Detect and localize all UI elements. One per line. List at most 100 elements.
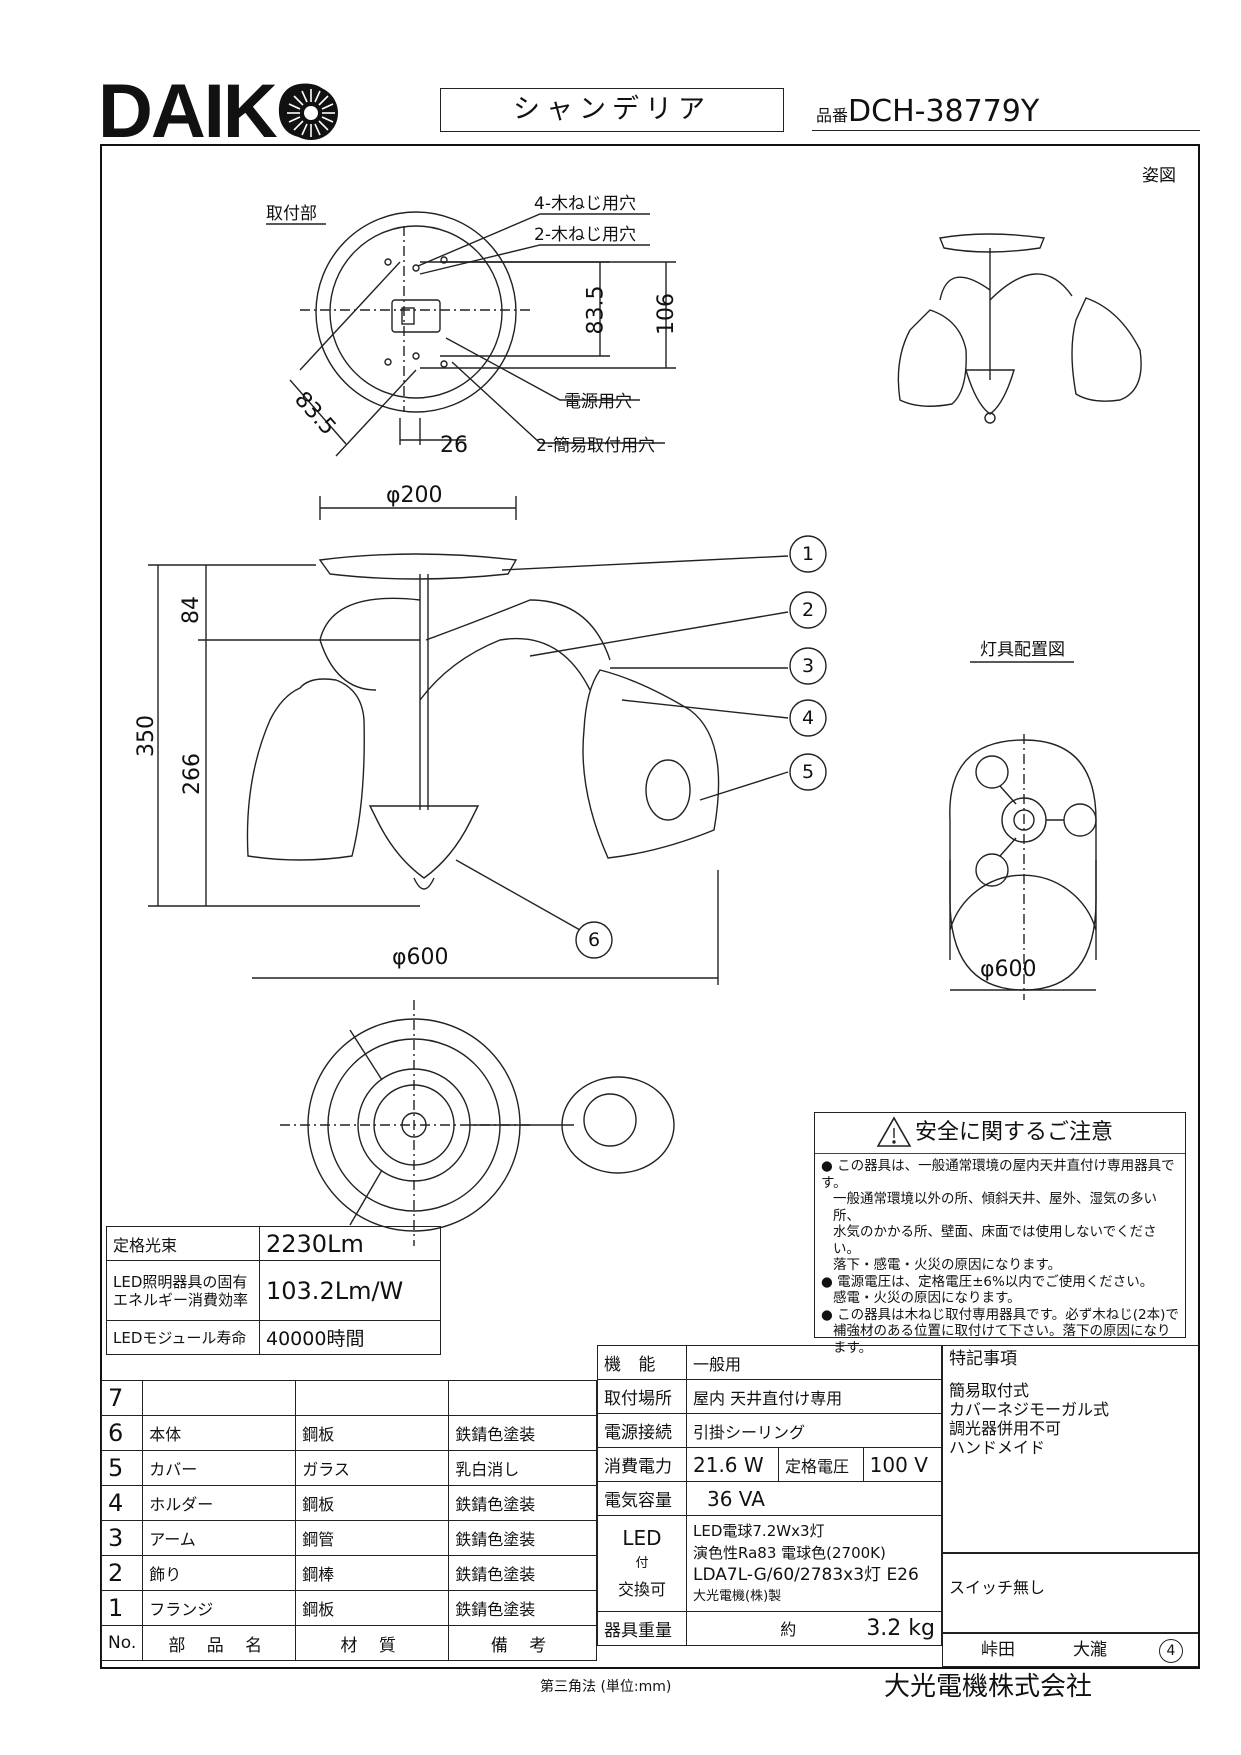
model-code: DCH-38779Y [848,94,1040,129]
led-label: LED 付 交換可 [597,1515,687,1612]
part-no: 6 [100,1415,144,1451]
company-name: 大光電機株式会社 [884,1672,1093,1702]
part-material: ガラス [295,1450,450,1486]
part-name: 飾り [142,1555,297,1591]
part-material: 鋼管 [295,1520,450,1556]
part-remark: 鉄錆色塗装 [448,1555,597,1591]
part-name: 本体 [142,1415,297,1451]
mount-top-view [289,211,676,457]
dim-600-layout: φ600 [980,957,1037,982]
model-number: 品番DCH-38779Y [816,92,1039,136]
mount-value: 屋内 天井直付け専用 [686,1379,942,1414]
header-material: 材 質 [295,1625,450,1661]
function-label: 機 能 [597,1345,687,1380]
life-value: 40000時間 [259,1320,441,1355]
dim-26: 26 [440,433,468,458]
connect-label: 電源接続 [597,1413,687,1448]
power-label: 消費電力 [597,1447,687,1482]
drawing-frame [100,144,1200,1669]
elevation-view [148,496,789,985]
power-value: 21.6 W [686,1447,779,1482]
dim-200: φ200 [386,483,443,508]
notes-title: 特記事項 [949,1349,1017,1369]
notes-line: カバーネジモーガル式 [949,1400,1110,1419]
safety-body: ● この器具は、一般通常環境の屋内天井直付け専用器具です。 一般通常環境以外の所… [815,1154,1185,1356]
capacity-label: 電気容量 [597,1481,687,1516]
mount-label: 取付場所 [597,1379,687,1414]
part-material: 鋼板 [295,1415,450,1451]
led-line: 大光電機(株)製 [693,1588,782,1604]
life-label: LEDモジュール寿命 [106,1320,260,1355]
sun-logo-icon [284,86,338,140]
table-row: 5 カバー ガラス 乳白消し [100,1450,597,1486]
connect-value: 引掛シーリング [686,1413,942,1448]
efficiency-label-line2: エネルギー消費効率 [113,1290,249,1309]
callout-4: 4 [802,707,815,729]
special-notes: 特記事項 簡易取付式 カバーネジモーガル式 調光器併用不可 ハンドメイド [942,1345,1198,1553]
weight-label: 器具重量 [597,1611,687,1646]
part-no: 2 [100,1555,144,1591]
part-name: アーム [142,1520,297,1556]
part-remark: 鉄錆色塗装 [448,1485,597,1521]
weight-value: 3.2 kg [866,1616,935,1641]
projection-note: 第三角法 (単位:mm) [540,1679,672,1695]
plan-view [280,1000,675,1246]
capacity-value: 36 VA [686,1481,942,1516]
safety-line: 感電・火災の原因になります。 [833,1290,1021,1306]
part-no: 4 [100,1485,144,1521]
callout-5: 5 [802,761,815,783]
part-remark: 鉄錆色塗装 [448,1415,597,1451]
table-row: 3 アーム 鋼管 鉄錆色塗装 [100,1520,597,1556]
table-row: 1 フランジ 鋼板 鉄錆色塗装 [100,1590,597,1626]
appearance-view [897,233,1142,424]
part-remark: 鉄錆色塗装 [448,1590,597,1626]
header-part-name: 部 品 名 [142,1625,297,1661]
led-label-line3: 交換可 [617,1579,666,1599]
safety-line: ● この器具は木ねじ取付専用器具です。必ず木ねじ(2本)で [821,1306,1179,1323]
parts-table: 7 6 本体 鋼板 鉄錆色塗装 5 カバー ガラス 乳白消し 4 ホルダー 鋼板… [100,1380,597,1661]
callout-3: 3 [802,655,815,677]
performance-table: 定格光束 2230Lm LED照明器具の固有 エネルギー消費効率 103.2Lm… [106,1226,441,1355]
wood-screw-holes-4-label: 4-木ねじ用穴 [534,194,636,214]
dim-600: φ600 [392,945,449,970]
switch-note: スイッチ無し [942,1553,1198,1633]
part-material: 鋼板 [295,1590,450,1626]
dim-83-5-vertical: 83.5 [583,285,609,335]
product-type: シャンデリア [440,88,784,132]
part-remark [448,1380,597,1416]
voltage-label: 定格電圧 [777,1447,864,1482]
part-remark: 鉄錆色塗装 [448,1520,597,1556]
efficiency-label-line1: LED照明器具の固有 [113,1272,248,1291]
table-row: 4 ホルダー 鋼板 鉄錆色塗装 [100,1485,597,1521]
weight-prefix: 約 [780,1620,797,1639]
dim-266: 266 [180,753,205,795]
safety-line: ● この器具は、一般通常環境の屋内天井直付け専用器具です。 [821,1158,1175,1191]
safety-line: 水気のかかる所、壁面、床面では使用しないでください。 [833,1224,1157,1257]
mount-section-label: 取付部 [266,204,317,224]
signoff-row: 峠田 大瀧 4 [942,1633,1198,1667]
table-row: 2 飾り 鋼棒 鉄錆色塗装 [100,1555,597,1591]
safety-title: 安全に関するご注意 [815,1113,1185,1154]
part-no: 3 [100,1520,144,1556]
function-value: 一般用 [686,1345,942,1380]
signoff-person2: 大瀧 [1073,1640,1107,1660]
safety-line: 落下・感電・火災の原因になります。 [833,1257,1062,1273]
part-no: 7 [100,1380,144,1416]
led-label-line1: LED [622,1525,662,1550]
wood-screw-holes-2-label: 2-木ねじ用穴 [534,225,636,245]
callout-1: 1 [802,543,815,565]
part-remark: 乳白消し [448,1450,597,1486]
part-material: 鋼板 [295,1485,450,1521]
part-no: 1 [100,1590,144,1626]
table-row: 6 本体 鋼板 鉄錆色塗装 [100,1415,597,1451]
safety-line: ● 電源電圧は、定格電圧±6%以内でご使用ください。 [821,1273,1154,1290]
dim-350: 350 [134,715,159,757]
callout-2: 2 [802,599,815,621]
lumen-label: 定格光束 [106,1226,260,1261]
table-header-row: No. 部 品 名 材 質 備 考 [100,1625,597,1661]
model-underline [812,130,1200,131]
safety-line: 一般通常環境以外の所、傾斜天井、屋外、湿気の多い所、 [833,1191,1157,1224]
header-no: No. [100,1625,144,1661]
notes-line: ハンドメイド [949,1438,1046,1457]
